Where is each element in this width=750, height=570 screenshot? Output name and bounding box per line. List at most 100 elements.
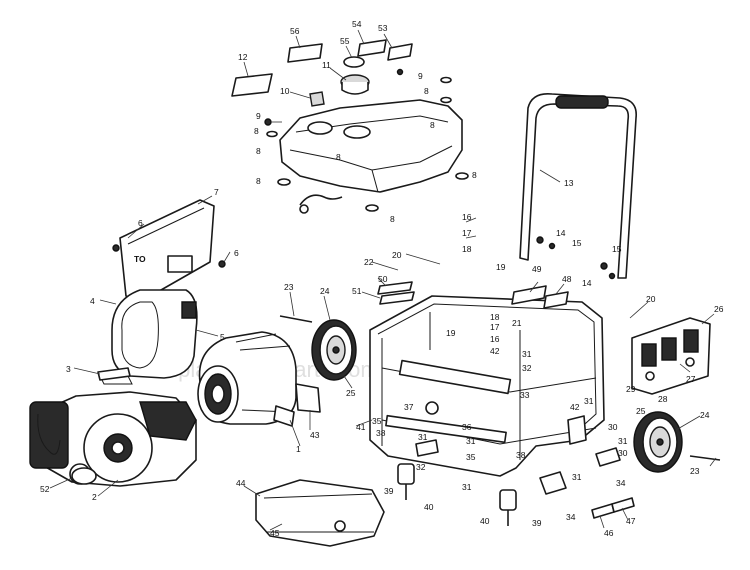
callout-15a: 15 [572, 238, 582, 248]
callout-33: 33 [520, 390, 530, 400]
callout-23a: 23 [284, 282, 294, 292]
callout-25a: 25 [346, 388, 356, 398]
control-panel [631, 317, 711, 395]
callout-31d: 31 [462, 482, 472, 492]
callout-6a: 6 [138, 218, 143, 228]
callout-12: 12 [238, 52, 248, 62]
callout-49: 49 [532, 264, 542, 274]
vibration-mount-left [397, 463, 415, 500]
callout-14a: 14 [556, 228, 566, 238]
cover-lettering: TO [134, 254, 146, 264]
callout-31b: 31 [418, 432, 428, 442]
callout-50: 50 [378, 274, 388, 284]
callout-31g: 31 [584, 396, 594, 406]
fuel-valve [299, 194, 343, 206]
callout-40a: 40 [424, 502, 434, 512]
callout-45: 45 [270, 528, 280, 538]
callout-44: 44 [236, 478, 246, 488]
callout-19a: 19 [496, 262, 506, 272]
callout-7: 7 [214, 187, 219, 197]
callout-24a: 24 [320, 286, 330, 296]
callout-17a: 17 [462, 228, 472, 238]
callout-3: 3 [66, 364, 71, 374]
axle-bolt-left [279, 315, 313, 323]
callout-9b: 9 [256, 111, 261, 121]
callout-4: 4 [90, 296, 95, 306]
callout-8d: 8 [256, 176, 261, 186]
callout-27: 27 [686, 374, 696, 384]
callout-21: 21 [512, 318, 522, 328]
fuel-cap-port [343, 125, 371, 139]
callout-20b: 20 [392, 250, 402, 260]
wheel-right [633, 411, 683, 473]
decal-54 [357, 39, 387, 57]
callout-8g: 8 [336, 152, 341, 162]
callout-24b: 24 [700, 410, 710, 420]
fuel-gauge-port [307, 121, 333, 135]
bracket-42 [567, 415, 587, 445]
callout-31f: 31 [618, 436, 628, 446]
callout-17b: 17 [490, 322, 500, 332]
callout-2: 2 [92, 492, 97, 502]
callout-43: 43 [310, 430, 320, 440]
callout-31e: 31 [572, 472, 582, 482]
callout-32b: 32 [416, 462, 426, 472]
callout-25b: 25 [636, 406, 646, 416]
callout-19b: 19 [446, 328, 456, 338]
callout-47: 47 [626, 516, 636, 526]
callout-32a: 32 [522, 363, 532, 373]
callout-8e: 8 [472, 170, 477, 180]
callout-31c: 31 [466, 436, 476, 446]
warning-label [231, 73, 273, 97]
callout-16a: 16 [462, 212, 472, 222]
callout-38b: 38 [516, 450, 526, 460]
fuel-gauge [309, 91, 325, 107]
vibration-mount-right [499, 489, 517, 526]
callout-40b: 40 [480, 516, 490, 526]
callout-22: 22 [364, 257, 374, 267]
callout-9a: 9 [418, 71, 423, 81]
decal-55 [343, 56, 365, 68]
callout-10: 10 [280, 86, 290, 96]
callout-18b: 18 [490, 312, 500, 322]
decal-56 [287, 43, 323, 63]
callout-51: 51 [352, 286, 362, 296]
callout-8a: 8 [424, 86, 429, 96]
callout-11: 11 [322, 60, 331, 70]
callout-26: 26 [714, 304, 724, 314]
callout-30a: 30 [608, 422, 618, 432]
callout-8b: 8 [254, 126, 259, 136]
callout-20a: 20 [646, 294, 656, 304]
bracket-32 [415, 439, 439, 457]
frame [369, 295, 605, 477]
callout-23b: 23 [690, 466, 700, 476]
decal-46 [591, 503, 615, 519]
tank-fasteners [264, 68, 469, 212]
callout-38a: 38 [376, 428, 386, 438]
callout-34b: 34 [616, 478, 626, 488]
fuel-cap [340, 74, 370, 95]
bracket-34a [539, 471, 567, 495]
callout-42b: 42 [570, 402, 580, 412]
callout-39b: 39 [532, 518, 542, 528]
callout-29: 29 [626, 384, 636, 394]
gasket-3 [97, 367, 131, 381]
callout-48: 48 [562, 274, 572, 284]
side-cover: TO [112, 199, 226, 303]
callout-52: 52 [40, 484, 50, 494]
callout-54: 54 [352, 19, 362, 29]
callout-37: 37 [404, 402, 414, 412]
decal-49 [511, 285, 547, 305]
callout-28: 28 [658, 394, 668, 404]
callout-6b: 6 [234, 248, 239, 258]
end-bell-cover [111, 289, 198, 379]
fuel-tank [279, 99, 463, 214]
wheel-left [311, 319, 357, 381]
callout-5: 5 [220, 332, 225, 342]
decal-50 [377, 281, 413, 295]
callout-15b: 15 [612, 244, 622, 254]
callout-16b: 16 [490, 334, 500, 344]
engine [29, 375, 197, 487]
callout-30b: 30 [618, 448, 628, 458]
